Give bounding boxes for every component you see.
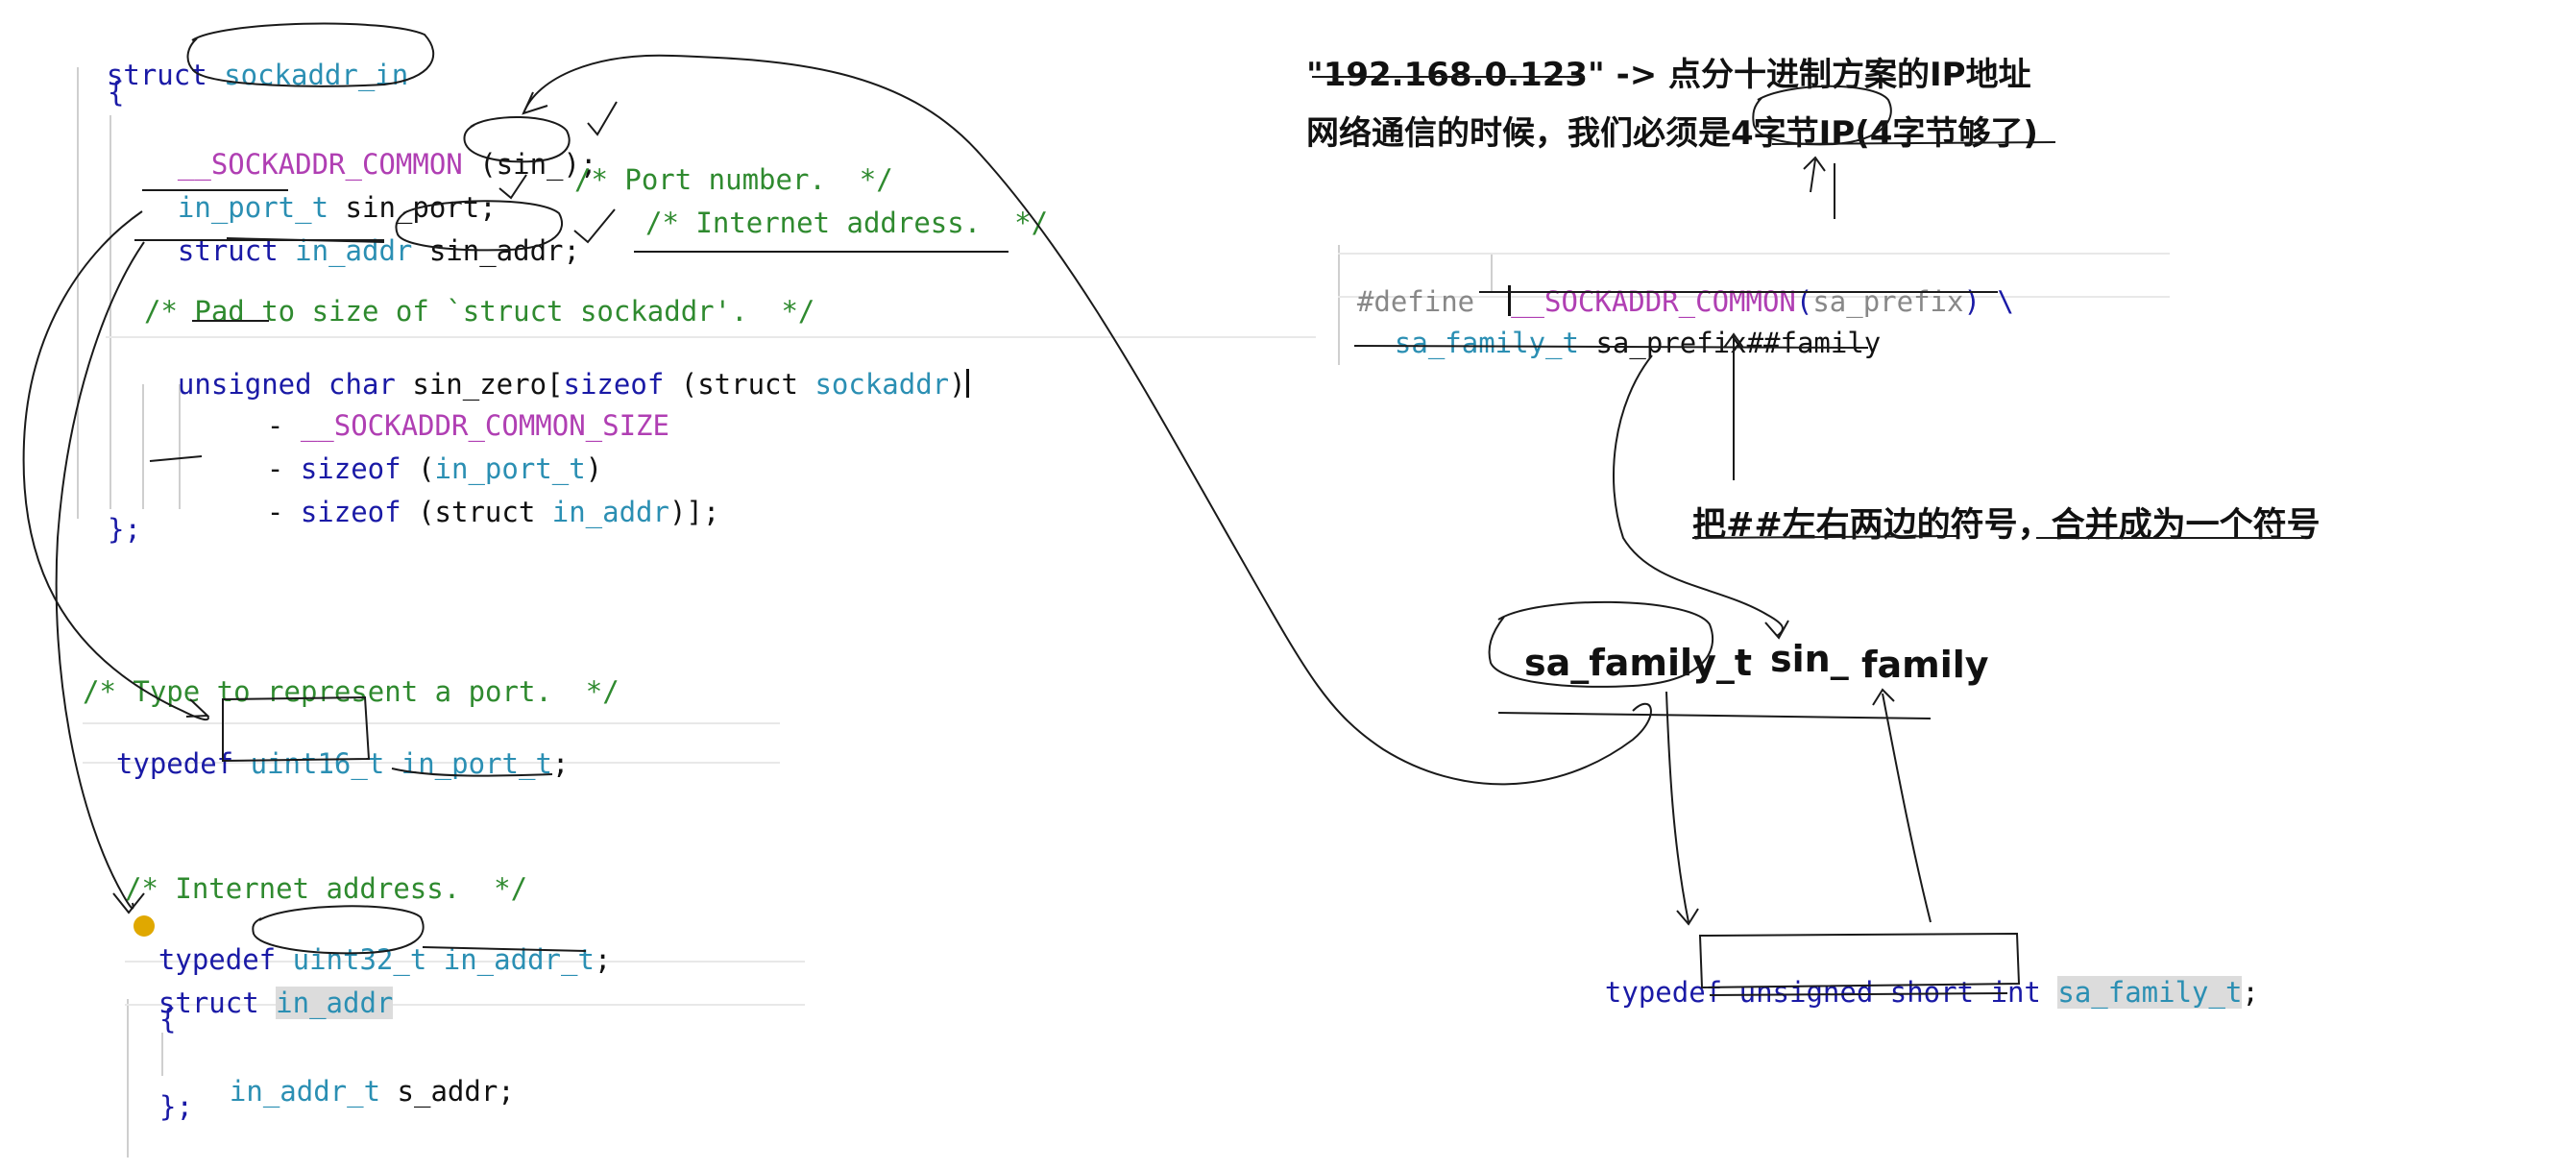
- arrow-down-to-typedef: [1665, 691, 1699, 926]
- sin-prefix-arg: sin_: [496, 148, 564, 181]
- in-addr-t-type: in_addr_t: [229, 1075, 381, 1108]
- arrowhead: [522, 91, 548, 115]
- indent-guide: [179, 384, 181, 509]
- arrow-in-addr-to-definition: [55, 241, 145, 910]
- check-mark: [573, 208, 616, 244]
- in-addr-type: in_addr: [295, 234, 413, 267]
- line-separator: [125, 1004, 805, 1006]
- close-brace: };: [108, 513, 141, 546]
- text-cursor: [965, 369, 969, 398]
- token-paste-expr: sa_prefix##family: [1595, 327, 1882, 359]
- in-addr-close-brace: };: [159, 1090, 193, 1123]
- family-name-label: sin_ family: [1770, 638, 1989, 686]
- sa-family-t-type: sa_family_t: [1394, 327, 1579, 359]
- typedef-keyword: typedef: [115, 747, 234, 780]
- internet-address-comment: /* Internet address. */: [645, 207, 1049, 239]
- port-type-comment: /* Type to represent a port. */: [83, 675, 620, 708]
- sockaddr-type: sockaddr: [814, 368, 950, 401]
- arrow-sin-port-to-in-port-t: [22, 210, 209, 721]
- sin-addr-line: struct in_addr sin_addr;: [144, 209, 580, 265]
- indent-guide: [127, 999, 129, 1158]
- struct-keyword: struct: [177, 234, 279, 267]
- uint16-type: uint16_t: [250, 747, 385, 780]
- indent-guide: [77, 67, 79, 519]
- in-port-t-typedef: typedef uint16_t in_port_t;: [115, 747, 570, 780]
- line-separator: [106, 336, 1316, 338]
- arrow-to-sin-family: [1613, 354, 1784, 637]
- line-separator: [1338, 253, 2170, 255]
- indent-guide: [109, 115, 111, 509]
- cursor-dot: [134, 915, 155, 937]
- in-addr-struct-name: in_addr: [276, 987, 394, 1019]
- sockaddr-common-macro: __SOCKADDR_COMMON: [177, 148, 463, 181]
- arrow-up: [1803, 156, 1826, 193]
- port-number-comment: /* Port number. */: [574, 163, 893, 196]
- pad-comment: /* Pad to size of `struct sockaddr'. */: [144, 295, 815, 328]
- s-addr-field-line: in_addr_t s_addr;: [196, 1050, 515, 1106]
- line-separator: [1338, 296, 2170, 298]
- family-type-label: sa_family_t: [1524, 642, 1753, 684]
- define-body-line: sa_family_t sa_prefix##family: [1361, 302, 1881, 357]
- struct-in-addr-header: struct in_addr: [125, 962, 394, 1019]
- in-addr-open-brace: {: [159, 1003, 177, 1036]
- sin-prefix-label: sin_: [1770, 638, 1849, 680]
- ip-dotted-decimal-note: "192.168.0.123" -> 点分十进制方案的IP地址: [1306, 56, 2031, 94]
- minus-sizeof-addr-line: - sizeof (struct in_addr)];: [266, 496, 720, 528]
- family-suffix-label: family: [1860, 644, 1989, 686]
- indent-guide: [142, 384, 144, 509]
- line-separator: [83, 762, 780, 764]
- sin-addr-field: sin_addr;: [428, 234, 580, 267]
- token-paste-note: 把##左右两边的符号，合并成为一个符号: [1692, 506, 2321, 545]
- arrowhead: [1764, 620, 1789, 640]
- indent-guide: [161, 1033, 163, 1076]
- sa-family-t-typedef: typedef unsigned short int sa_family_t;: [1604, 976, 2259, 1009]
- s-addr-field: s_addr;: [380, 1075, 515, 1108]
- internet-address-comment-2: /* Internet address. */: [125, 872, 528, 905]
- line-separator: [125, 961, 805, 963]
- open-brace: {: [108, 76, 125, 109]
- underline: [1497, 712, 1932, 719]
- in-addr-t-name: in_addr_t: [443, 943, 595, 976]
- unsigned-char-type: unsigned char: [177, 368, 396, 401]
- four-byte-ip-note: 网络通信的时候，我们必须是4字节IP(4字节够了): [1306, 114, 2038, 153]
- arrow-typedef-to-family: [1872, 688, 1932, 923]
- line-separator: [83, 722, 780, 724]
- in-port-t-name: in_port_t: [401, 747, 552, 780]
- typedef-keyword: typedef: [1604, 976, 1723, 1009]
- sa-family-t-name: sa_family_t: [2057, 976, 2243, 1009]
- sockaddr-in-name: sockaddr_in: [224, 59, 409, 91]
- underline: [149, 455, 203, 462]
- struct-keyword: struct: [158, 987, 259, 1019]
- unsigned-short-int-type: unsigned short int: [1738, 976, 2041, 1009]
